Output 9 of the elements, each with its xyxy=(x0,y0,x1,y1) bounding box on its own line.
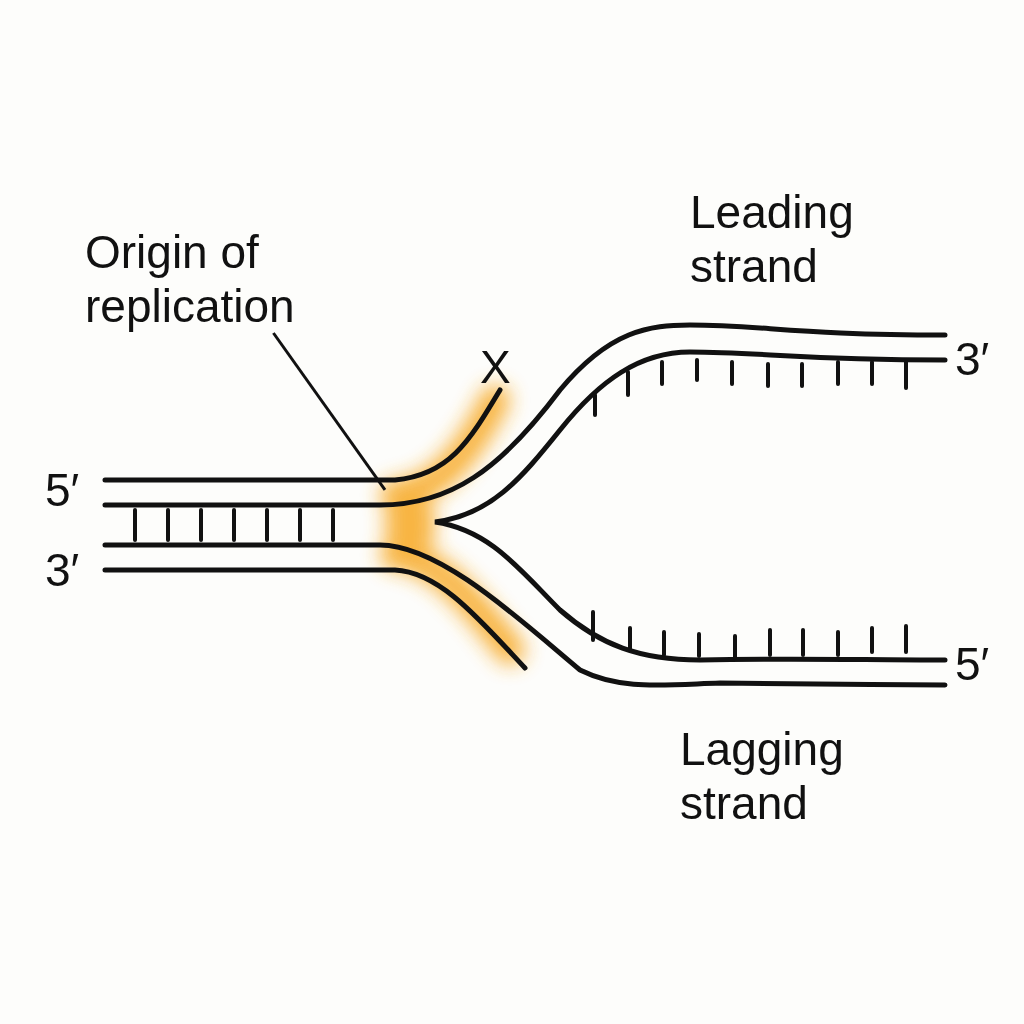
strand-label: Lagging strand xyxy=(680,722,845,830)
leader-line xyxy=(272,332,387,491)
strand-end-label: 3′ xyxy=(45,543,81,597)
origin-label: Origin of replication xyxy=(85,225,385,333)
fork-mark: X xyxy=(480,340,512,394)
strand-label: Leading strand xyxy=(690,185,855,293)
strand-end-label: 5′ xyxy=(955,637,991,691)
strand-end-label: 3′ xyxy=(955,332,991,386)
strand-end-label: 5′ xyxy=(45,463,81,517)
